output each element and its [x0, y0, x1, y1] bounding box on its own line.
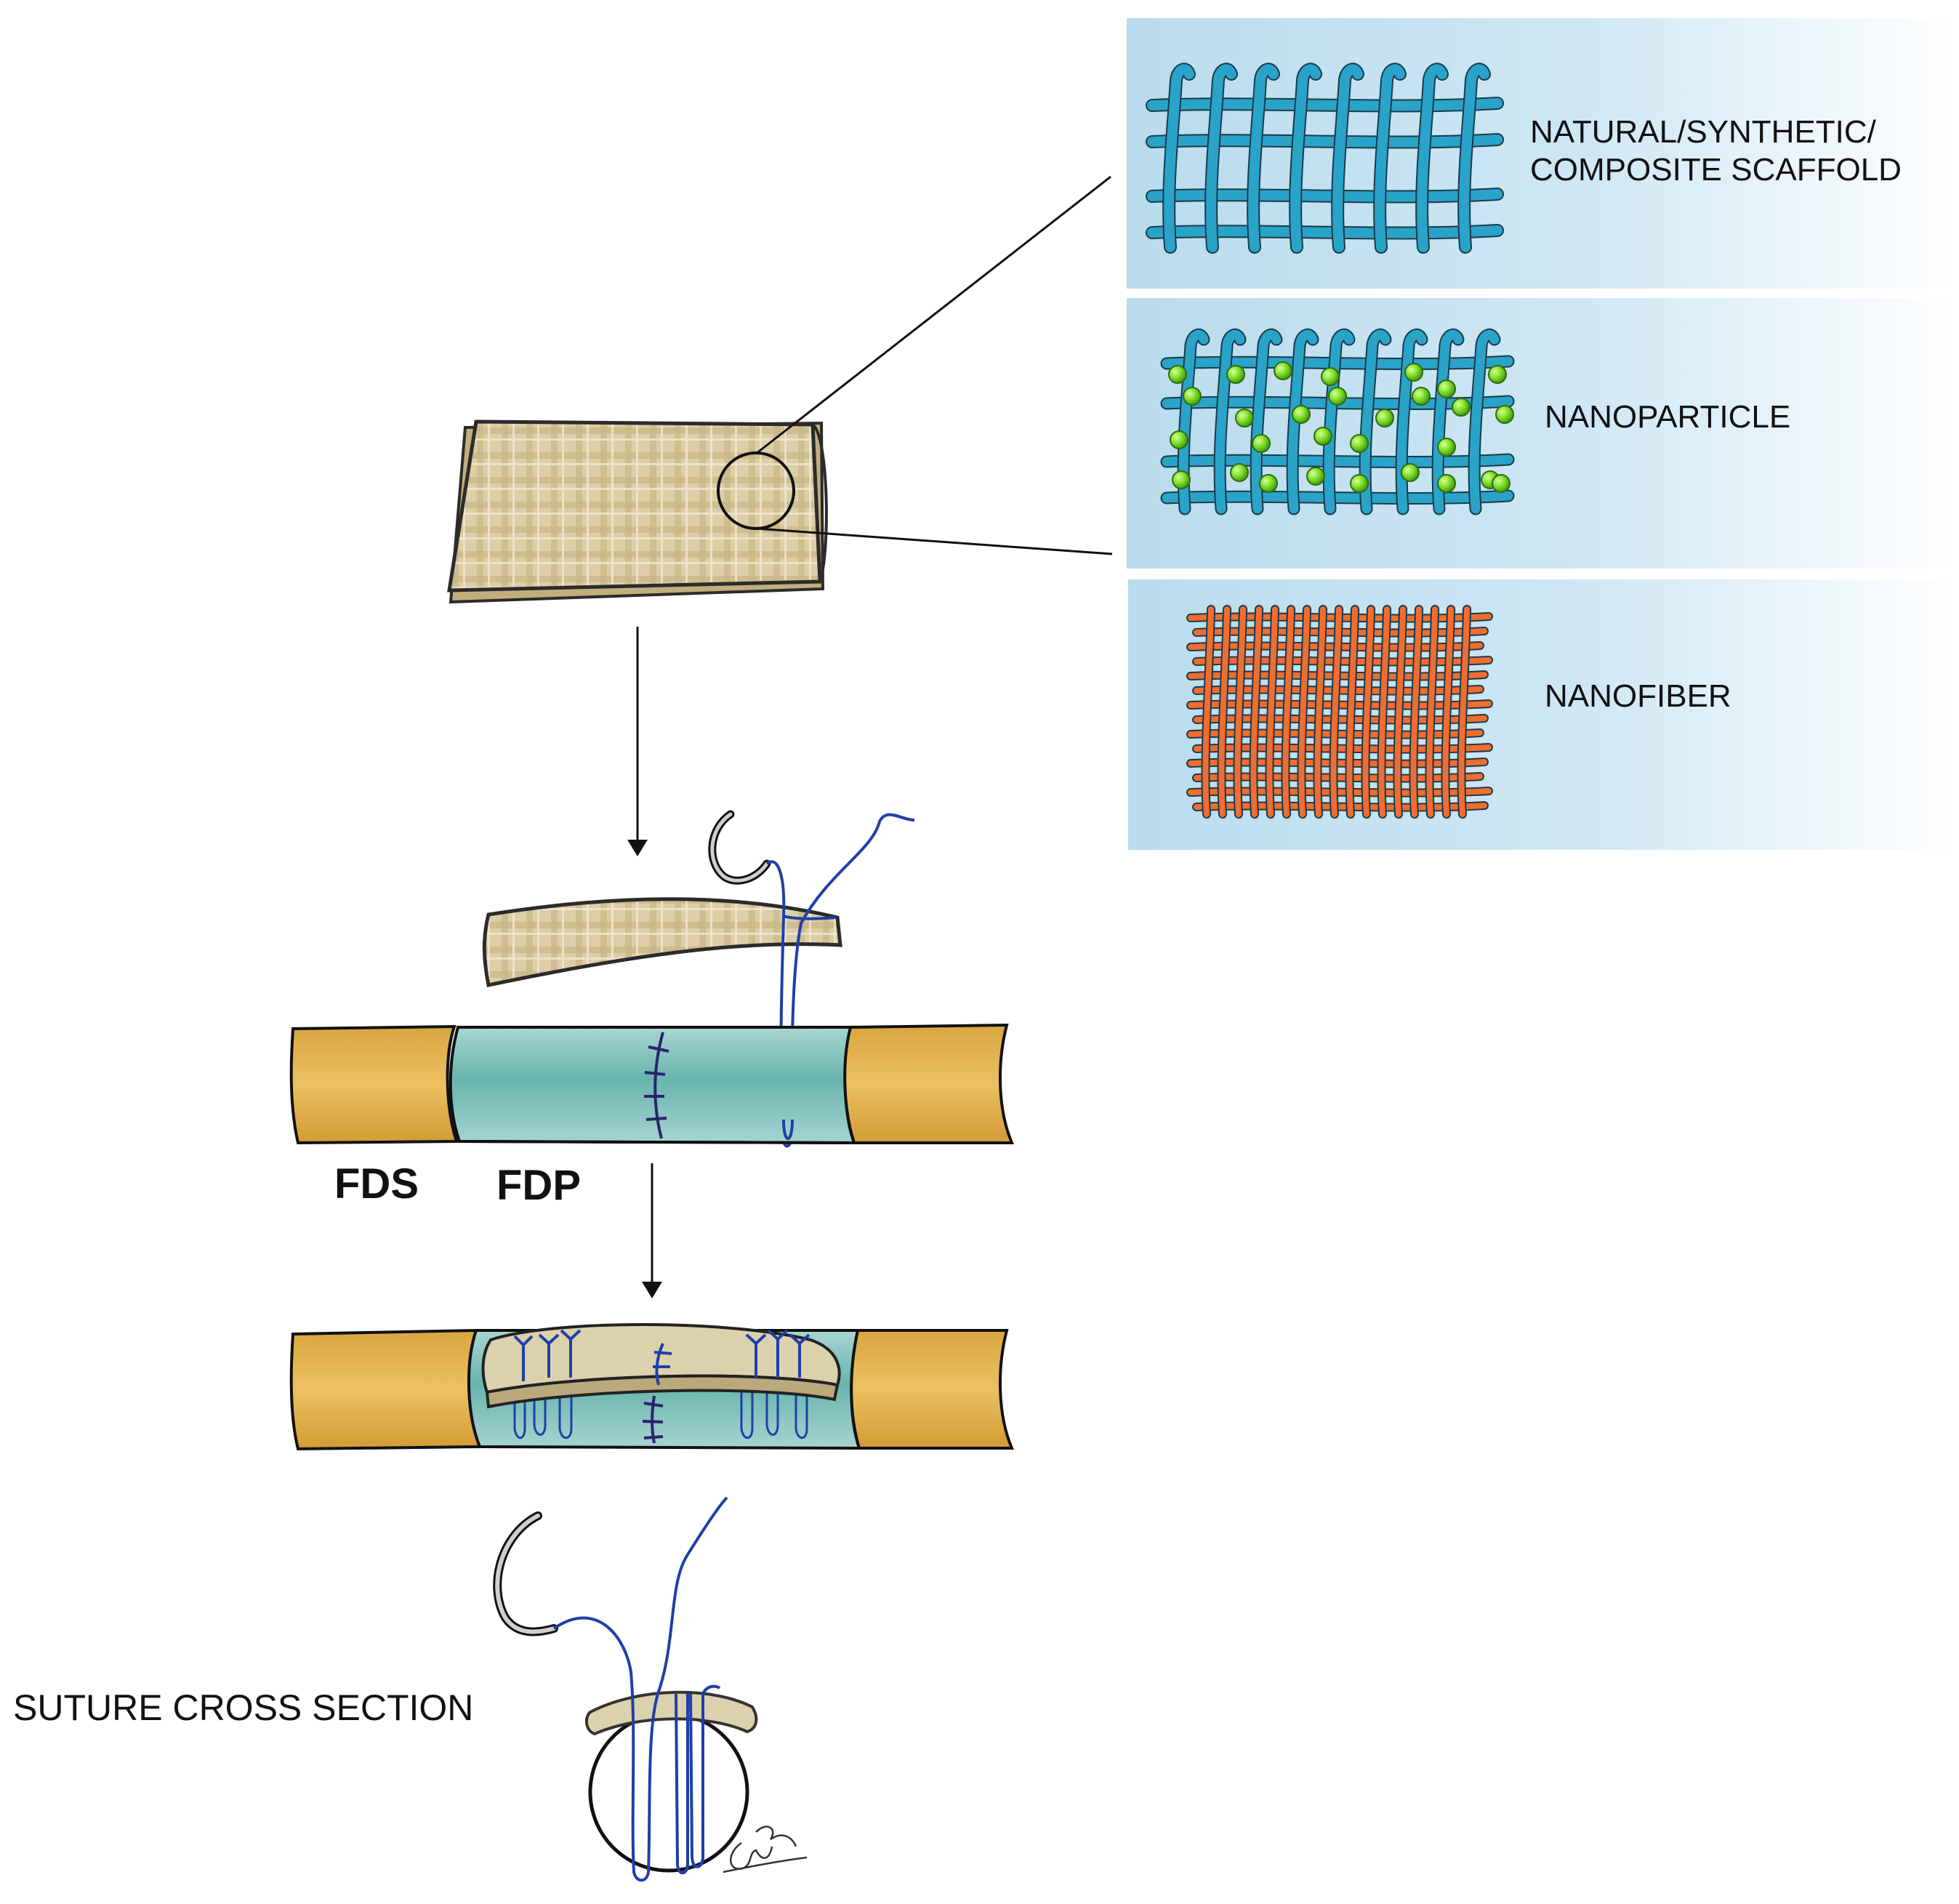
nanoparticle-mesh-icon — [1160, 328, 1515, 515]
zoom-line-top — [755, 175, 1111, 455]
tendon-repair-stitch-2 — [642, 1395, 664, 1444]
patch-anchor-loops — [513, 1365, 808, 1439]
fdp-label: FDP — [496, 1162, 581, 1209]
scaffold-patch — [447, 419, 828, 604]
patch-on-tendon — [481, 1323, 841, 1409]
cross-section-suture — [552, 1496, 728, 1882]
needle-icon — [708, 810, 771, 885]
fds-tendon-left — [289, 1024, 459, 1145]
fds-tendon-left-2 — [289, 1328, 482, 1451]
nanoparticle-panel: NANOPARTICLE — [1127, 298, 1959, 569]
cross-section-diagram — [552, 1496, 758, 1882]
arrow-down-1-icon — [627, 627, 648, 856]
scaffold-panel: NATURAL/SYNTHETIC/ COMPOSITE SCAFFOLD — [1127, 18, 1959, 289]
nanofiber-panel: NANOFIBER — [1128, 579, 1959, 850]
scaffold-label-line-1: NATURAL/SYNTHETIC/ — [1530, 114, 1877, 150]
tendon-before-repair — [289, 1023, 1015, 1145]
fds-label: FDS — [334, 1160, 419, 1208]
artist-signature — [723, 1825, 808, 1873]
suture-loop-through-tendon — [782, 1119, 794, 1141]
suture-cross-section-label: SUTURE CROSS SECTION — [13, 1687, 473, 1728]
scaffold-label-line-2: COMPOSITE SCAFFOLD — [1530, 152, 1902, 188]
arrow-down-2-icon — [642, 1163, 662, 1298]
fds-tendon-right — [843, 1023, 1015, 1144]
patch-cross-section — [584, 1690, 758, 1736]
scaffold-mesh-icon — [1146, 63, 1504, 254]
patch-stitches — [513, 1329, 810, 1386]
nanoparticle-label: NANOPARTICLE — [1545, 399, 1790, 435]
tendon-repair-stitch — [644, 1032, 669, 1139]
zoom-line-bottom — [755, 527, 1113, 555]
curved-patch — [482, 897, 842, 987]
fds-tendon-right-2 — [850, 1329, 1015, 1450]
nanofiber-mesh-icon — [1186, 605, 1493, 819]
nanofiber-label: NANOFIBER — [1545, 678, 1731, 714]
tendon-cross-section-circle — [588, 1711, 749, 1873]
cross-section-needle-icon — [493, 1511, 558, 1636]
